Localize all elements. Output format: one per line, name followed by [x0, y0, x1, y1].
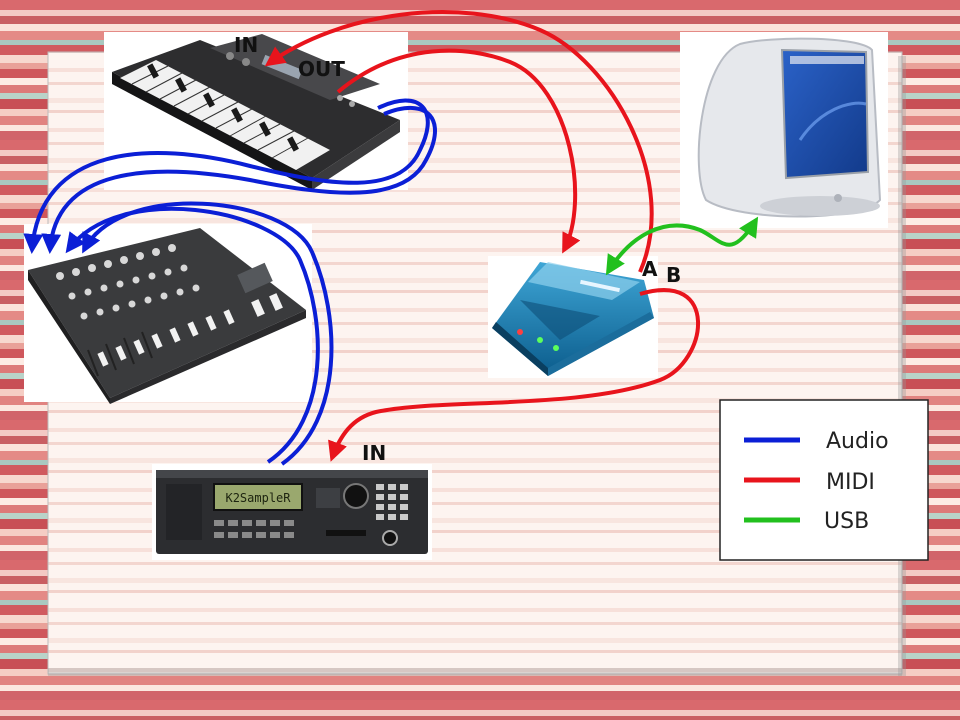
audio-mixer-icon [24, 224, 312, 404]
usb-cable-interface-computer [605, 216, 759, 276]
midi-usb-interface-icon [488, 256, 658, 378]
midi-cable-interface-to-keyboard-in [264, 10, 654, 273]
legend-label-usb: USB [824, 509, 869, 534]
audio-cable-keyboard-mixer-2 [41, 105, 437, 254]
midi-cable-keyboard-out-to-interface [336, 48, 581, 254]
keyboard-midi-in-label: IN [234, 33, 258, 57]
legend-label-midi: MIDI [826, 470, 875, 495]
midi-cables [264, 10, 700, 462]
interface-port-b-label: B [666, 263, 681, 287]
rack-sampler-icon: K2SampleR [152, 464, 432, 560]
audio-cable-sampler-mixer-2 [82, 201, 334, 466]
legend-label-audio: Audio [826, 429, 889, 454]
sampler-display-text: K2SampleR [225, 491, 291, 505]
imac-computer-icon [680, 32, 888, 228]
audio-cable-keyboard-mixer-1 [23, 98, 430, 254]
sampler-midi-in-label: IN [362, 441, 386, 465]
legend: Audio MIDI USB [719, 399, 929, 561]
interface-port-a-label: A [642, 257, 658, 281]
audio-cables [23, 98, 437, 466]
midi-keyboard-icon [104, 32, 408, 190]
midi-cable-interface-to-sampler-in [328, 288, 700, 462]
keyboard-midi-out-label: OUT [298, 57, 345, 81]
